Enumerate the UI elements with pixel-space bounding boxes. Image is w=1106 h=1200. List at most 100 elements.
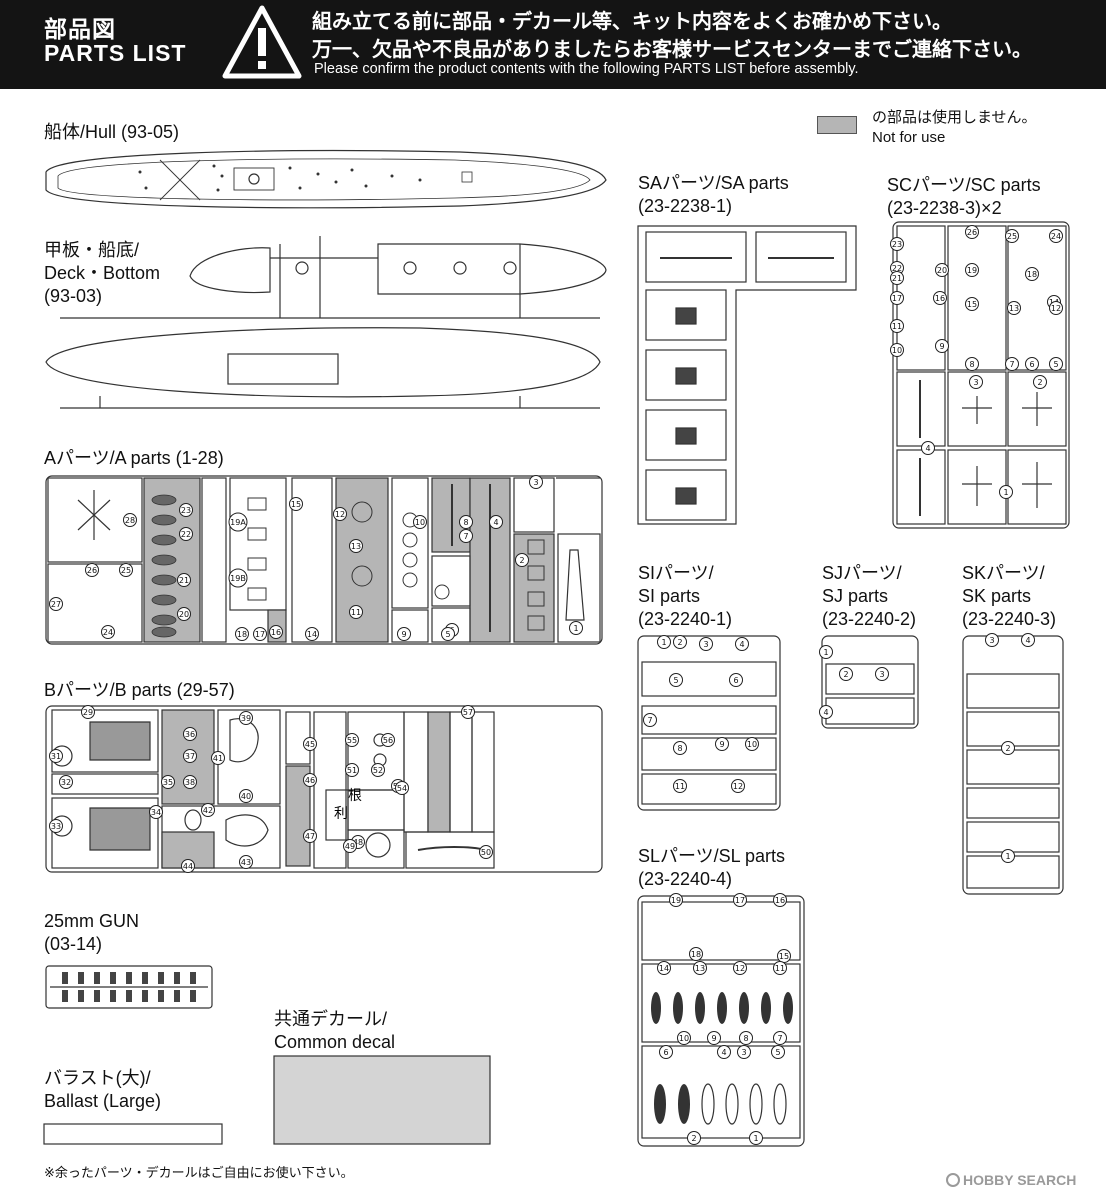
ballast-part — [43, 1123, 223, 1145]
part-number-a-25: 25 — [119, 563, 133, 577]
sl-parts-boats — [651, 992, 793, 1125]
label-line: SIパーツ/ — [638, 563, 714, 583]
svg-text:18: 18 — [1027, 270, 1037, 279]
part-number-sl-5: 5 — [771, 1045, 785, 1059]
svg-text:1: 1 — [823, 648, 828, 657]
part-number-b-32: 32 — [59, 775, 73, 789]
warning-line-jp-1: 組み立てる前に部品・デカール等、キット内容をよくお確かめ下さい。 — [312, 9, 952, 33]
part-number-sc-13: 13 — [1007, 301, 1021, 315]
section-label-sk-parts: SKパーツ/ SK parts (23-2240-3) — [962, 562, 1056, 631]
svg-text:34: 34 — [151, 808, 161, 817]
page-title-en: PARTS LIST — [44, 40, 187, 66]
warning-line-en: Please confirm the product contents with… — [314, 61, 859, 77]
svg-text:55: 55 — [347, 736, 357, 745]
part-number-sj-4: 4 — [819, 705, 833, 719]
part-number-sl-9: 9 — [707, 1031, 721, 1045]
label-line: SAパーツ/SA parts — [638, 173, 789, 193]
part-number-sc-10: 10 — [890, 343, 904, 357]
svg-text:57: 57 — [463, 708, 473, 717]
svg-text:9: 9 — [719, 740, 724, 749]
part-number-b-54: 54 — [395, 781, 409, 795]
label-line: Deck・Bottom — [44, 263, 161, 283]
part-number-a-24: 24 — [101, 625, 115, 639]
part-number-a-19A: 19A — [228, 512, 248, 532]
part-number-sl-10: 10 — [677, 1031, 691, 1045]
svg-text:10: 10 — [747, 740, 757, 749]
part-number-sj-1: 1 — [819, 645, 833, 659]
part-number-b-46: 46 — [303, 773, 317, 787]
part-number-b-52: 52 — [371, 763, 385, 777]
section-label-sa-parts: SAパーツ/SA parts (23-2238-1) — [638, 172, 789, 218]
part-number-sc-17: 17 — [890, 291, 904, 305]
part-number-sl-3: 3 — [737, 1045, 751, 1059]
ship-name-marking: 根 — [348, 788, 362, 804]
page-title-jp: 部品図 — [44, 17, 116, 43]
watermark: HOBBY SEARCH — [946, 1172, 1076, 1188]
svg-text:24: 24 — [1051, 232, 1061, 241]
part-number-sc-8: 8 — [965, 357, 979, 371]
label-line: (23-2238-1) — [638, 196, 733, 216]
not-for-use-swatch — [817, 116, 857, 134]
warning-line-jp-2: 万一、欠品や不良品がありましたらお客様サービスセンターまでご連絡下さい。 — [312, 37, 1032, 61]
part-number-a-22: 22 — [179, 527, 193, 541]
part-number-b-29: 29 — [81, 705, 95, 719]
part-number-sl-19: 19 — [669, 893, 683, 907]
svg-text:4: 4 — [1025, 636, 1030, 645]
part-number-a-28: 28 — [123, 513, 137, 527]
part-number-b-51: 51 — [345, 763, 359, 777]
part-number-a-20: 20 — [177, 607, 191, 621]
svg-text:26: 26 — [967, 228, 977, 237]
part-number-sl-12: 12 — [733, 961, 747, 975]
part-number-a-14: 14 — [305, 627, 319, 641]
part-number-b-35: 35 — [161, 775, 175, 789]
label-line: Ballast (Large) — [44, 1091, 162, 1111]
svg-text:52: 52 — [373, 766, 383, 775]
svg-text:54: 54 — [397, 784, 407, 793]
svg-text:6: 6 — [663, 1048, 668, 1057]
hobby-search-logo-icon — [946, 1173, 960, 1187]
part-number-sk-4: 4 — [1021, 633, 1035, 647]
svg-text:5: 5 — [775, 1048, 780, 1057]
part-number-sk-3: 3 — [985, 633, 999, 647]
svg-text:21: 21 — [892, 274, 902, 283]
svg-text:23: 23 — [181, 506, 191, 515]
part-number-sl-13: 13 — [693, 961, 707, 975]
svg-text:5: 5 — [1053, 360, 1058, 369]
svg-text:2: 2 — [1037, 378, 1042, 387]
part-number-a-26: 26 — [85, 563, 99, 577]
svg-text:15: 15 — [291, 500, 301, 509]
svg-text:15: 15 — [967, 300, 977, 309]
svg-text:56: 56 — [383, 736, 393, 745]
part-number-sl-16: 16 — [773, 893, 787, 907]
svg-text:5: 5 — [445, 630, 450, 639]
svg-text:17: 17 — [892, 294, 902, 303]
part-number-sl-1: 1 — [749, 1131, 763, 1145]
svg-text:45: 45 — [305, 740, 315, 749]
a-parts-boats — [151, 494, 177, 638]
part-number-si-6: 6 — [729, 673, 743, 687]
svg-text:8: 8 — [677, 744, 682, 753]
svg-text:9: 9 — [939, 342, 944, 351]
part-number-si-7: 7 — [643, 713, 657, 727]
part-number-si-8: 8 — [673, 741, 687, 755]
section-label-sj-parts: SJパーツ/ SJ parts (23-2240-2) — [822, 562, 916, 631]
part-number-sl-18: 18 — [689, 947, 703, 961]
part-number-sl-11: 11 — [773, 961, 787, 975]
part-number-sl-14: 14 — [657, 961, 671, 975]
part-number-sc-24: 24 — [1049, 229, 1063, 243]
svg-text:49: 49 — [345, 842, 355, 851]
part-number-a-17: 17 — [253, 627, 267, 641]
svg-text:20: 20 — [937, 266, 947, 275]
svg-text:6: 6 — [1029, 360, 1034, 369]
svg-text:4: 4 — [925, 444, 930, 453]
svg-text:10: 10 — [892, 346, 902, 355]
section-label-25mm-gun: 25mm GUN (03-14) — [44, 910, 139, 956]
svg-text:4: 4 — [493, 518, 498, 527]
part-number-a-11: 11 — [349, 605, 363, 619]
part-number-a-21: 21 — [177, 573, 191, 587]
part-number-sl-17: 17 — [733, 893, 747, 907]
label-line: (93-03) — [44, 286, 103, 306]
svg-text:20: 20 — [179, 610, 189, 619]
part-number-b-33: 33 — [49, 819, 63, 833]
